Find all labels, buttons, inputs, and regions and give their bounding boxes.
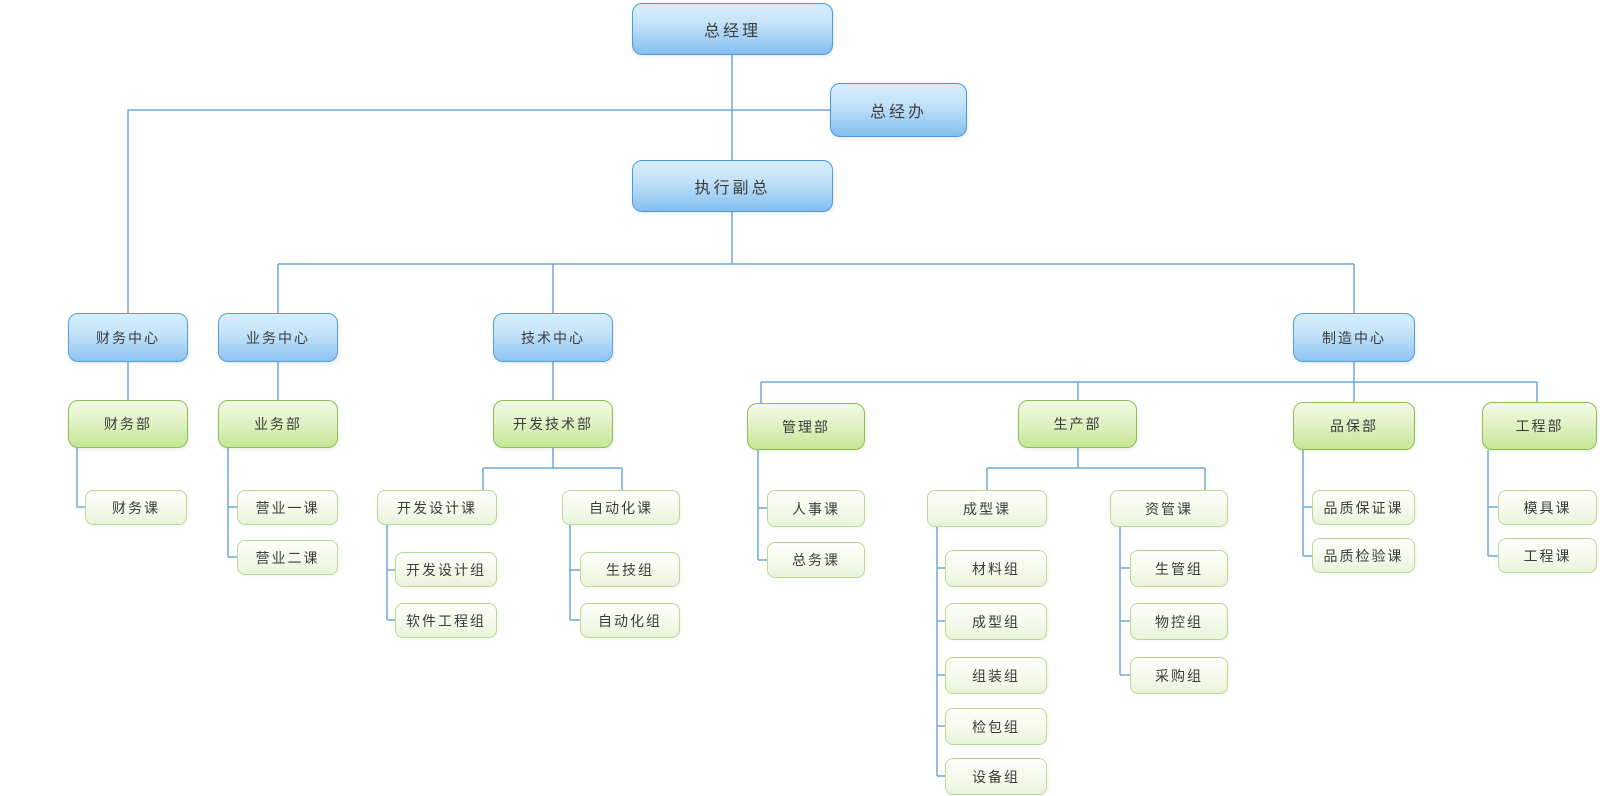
node-business-center: 业务中心	[218, 313, 338, 362]
node-finance-dept: 财务部	[68, 400, 188, 448]
node-dev-design-section: 开发设计课	[377, 490, 497, 525]
node-quality-inspection-section: 品质检验课	[1312, 538, 1415, 573]
node-automation-section: 自动化课	[562, 490, 680, 525]
node-technology-center: 技术中心	[493, 313, 613, 362]
node-molding-section: 成型课	[927, 490, 1047, 527]
node-inspection-packing-group: 检包组	[945, 708, 1047, 745]
node-material-group: 材料组	[945, 550, 1047, 587]
node-resource-mgmt-section: 资管课	[1110, 490, 1228, 527]
node-molding-group: 成型组	[945, 603, 1047, 640]
node-finance-section: 财务课	[85, 490, 187, 525]
node-production-mgmt-group: 生管组	[1130, 550, 1228, 587]
node-mold-section: 模具课	[1498, 490, 1597, 525]
node-automation-group: 自动化组	[580, 603, 680, 638]
node-material-control-group: 物控组	[1130, 603, 1228, 640]
node-engineering-dept: 工程部	[1482, 402, 1597, 450]
node-executive-vp: 执行副总	[632, 160, 833, 212]
node-quality-assurance-section: 品质保证课	[1312, 490, 1415, 525]
node-general-manager: 总经理	[632, 3, 833, 55]
node-finance-center: 财务中心	[68, 313, 188, 362]
node-dev-tech-dept: 开发技术部	[493, 400, 613, 448]
node-dev-design-group: 开发设计组	[395, 552, 497, 587]
node-hr-section: 人事课	[767, 490, 865, 527]
node-production-dept: 生产部	[1018, 400, 1137, 448]
node-equipment-group: 设备组	[945, 758, 1047, 795]
node-admin-dept: 管理部	[747, 403, 865, 450]
node-business-dept: 业务部	[218, 400, 338, 448]
node-sales-section-1: 营业一课	[237, 490, 338, 525]
node-software-engineering-group: 软件工程组	[395, 603, 497, 638]
node-sales-section-2: 营业二课	[237, 540, 338, 575]
node-gm-office: 总经办	[830, 83, 967, 137]
node-general-affairs-section: 总务课	[767, 542, 865, 578]
node-purchasing-group: 采购组	[1130, 657, 1228, 694]
node-manufacturing-center: 制造中心	[1293, 313, 1415, 362]
node-engineering-section: 工程课	[1498, 538, 1597, 573]
node-assembly-group: 组装组	[945, 657, 1047, 694]
node-quality-dept: 品保部	[1293, 402, 1415, 450]
node-production-tech-group: 生技组	[580, 552, 680, 587]
